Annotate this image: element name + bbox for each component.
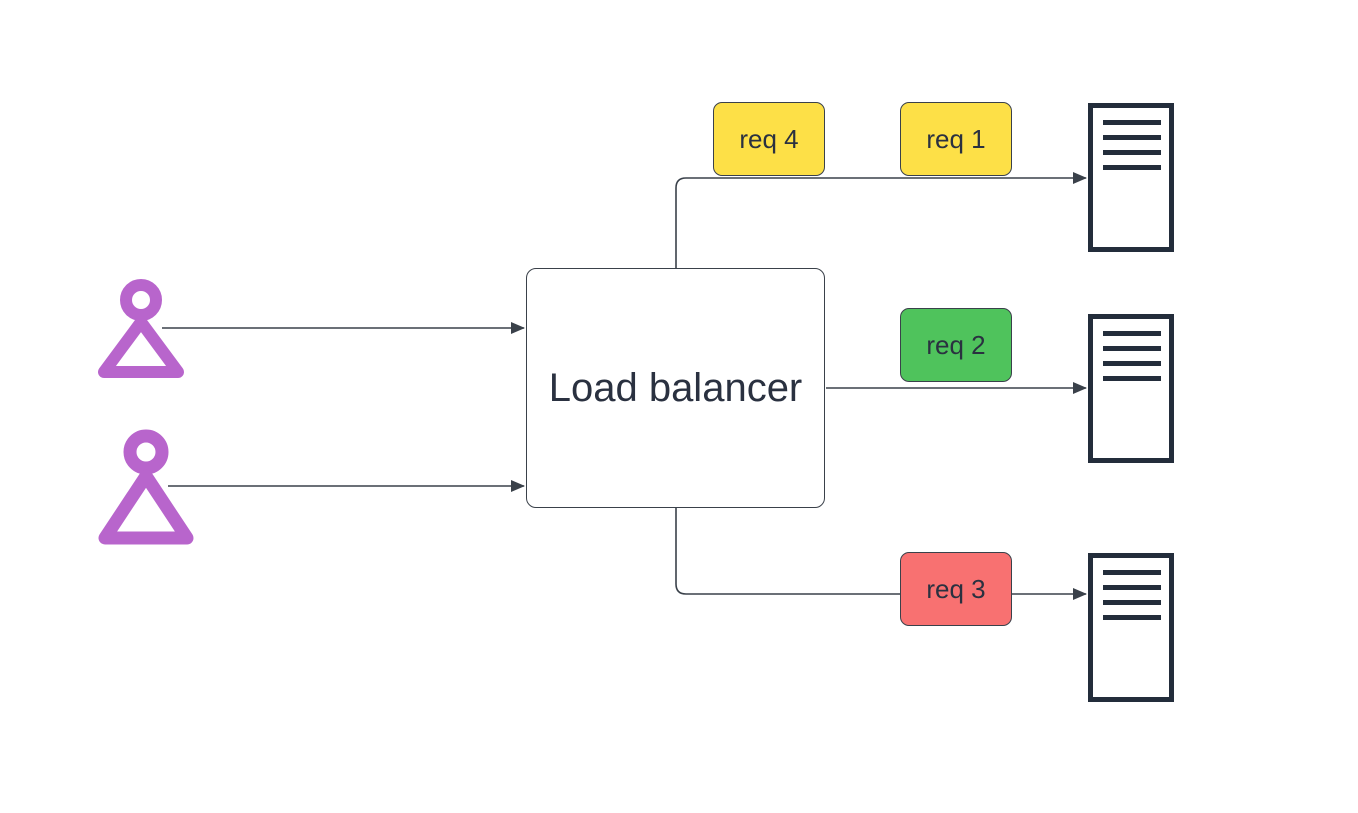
server-icon bbox=[1088, 314, 1174, 463]
user-icon bbox=[94, 424, 198, 553]
request-label: req 2 bbox=[926, 329, 986, 360]
request-label: req 3 bbox=[926, 573, 986, 604]
user-icon bbox=[92, 272, 190, 393]
load-balancer-label: Load balancer bbox=[548, 365, 803, 410]
request-badge-req-2: req 2 bbox=[900, 308, 1012, 382]
load-balancer-node: Load balancer bbox=[526, 268, 825, 508]
request-badge-req-1: req 1 bbox=[900, 102, 1012, 176]
lb-to-server-1-arrow bbox=[675, 172, 1087, 268]
request-label: req 4 bbox=[739, 123, 799, 154]
lb-to-server-3-arrow bbox=[675, 508, 1087, 600]
server-icon bbox=[1088, 103, 1174, 252]
request-badge-req-4: req 4 bbox=[713, 102, 825, 176]
request-label: req 1 bbox=[926, 123, 986, 154]
server-icon bbox=[1088, 553, 1174, 702]
request-badge-req-3: req 3 bbox=[900, 552, 1012, 626]
